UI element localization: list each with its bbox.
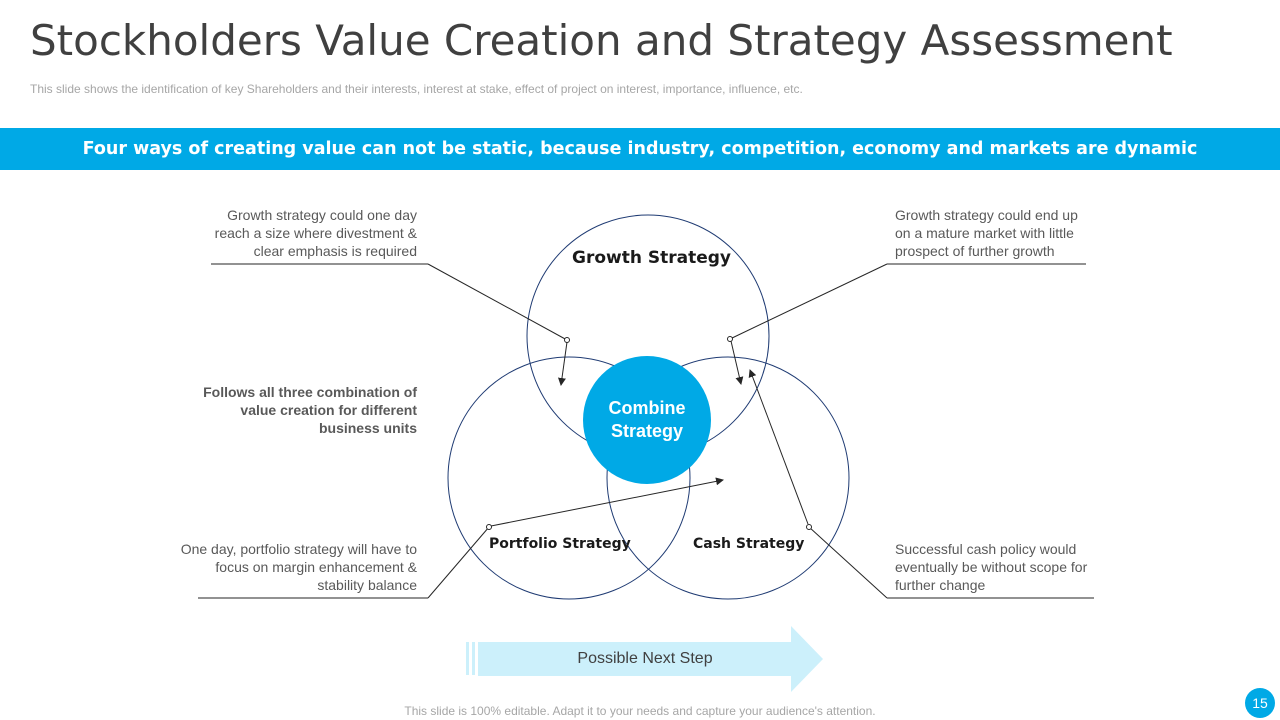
banner: Four ways of creating value can not be s… [0,128,1280,170]
slide-title: Stockholders Value Creation and Strategy… [30,16,1173,65]
note-bottom-left: One day, portfolio strategy will have to… [180,541,417,593]
note-top-right: Growth strategy could end up on a mature… [895,207,1078,259]
combine-strategy-label: Combine Strategy [608,398,686,441]
page-number: 15 [1252,695,1268,711]
callout-arrow-bottom-right [748,369,809,525]
next-step-label: Possible Next Step [577,650,713,667]
callout-dot-bottom-left [486,524,492,530]
portfolio-circle [447,356,691,600]
callout-arrow-top-left [558,341,568,386]
combine-strategy-circle: Combine Strategy [583,356,711,484]
note-middle-left: Follows all three combination of value c… [203,384,417,436]
callout-dot-bottom-right [806,524,812,530]
callout-arrow-bottom-left [490,477,724,527]
callout-leader-top-right [729,263,888,340]
banner-text: Four ways of creating value can not be s… [82,139,1198,159]
cash-strategy-label: Cash Strategy [693,536,805,552]
next-step-arrow [466,626,823,692]
callout-leader-bottom-right [808,526,888,599]
callout-leader-top-left [427,263,568,341]
cash-circle [606,356,850,600]
slide-subtitle: This slide shows the identification of k… [30,82,803,96]
page-number-badge: 15 [1245,688,1275,718]
footer-note: This slide is 100% editable. Adapt it to… [404,704,876,718]
callout-dot-top-right [727,336,733,342]
callout-leader-bottom-left [427,526,490,599]
note-bottom-right: Successful cash policy would eventually … [895,541,1088,593]
growth-strategy-label: Growth Strategy [572,248,732,268]
note-top-left: Growth strategy could one day reach a si… [214,207,417,259]
callout-dot-top-left [564,337,570,343]
portfolio-strategy-label: Portfolio Strategy [489,536,631,552]
callout-arrow-top-right [730,340,744,385]
